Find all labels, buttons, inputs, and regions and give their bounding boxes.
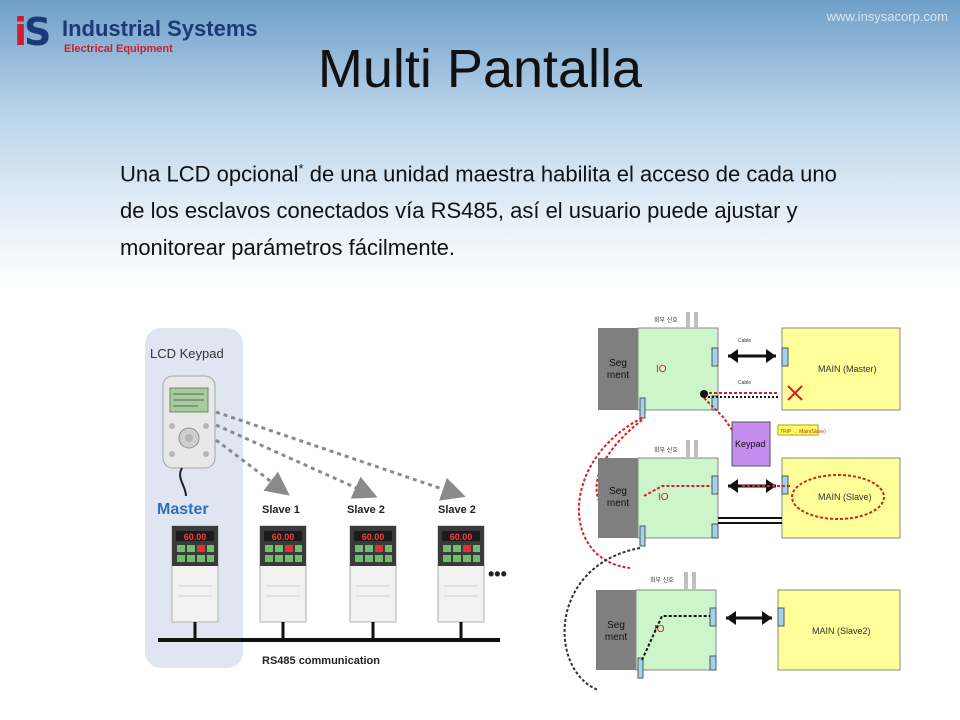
segment-block-2 (598, 458, 638, 538)
drive-slave-3: 60.00 (437, 525, 485, 623)
slave-label-2: Slave 2 (347, 504, 385, 516)
master-label: Master (157, 501, 209, 518)
company-subtitle: Electrical Equipment (64, 43, 173, 55)
cable-label-1: Cable (738, 338, 751, 344)
io-label-3: IO (654, 624, 665, 635)
drive-display-slave-1: 60.00 (272, 532, 295, 542)
drive-display-slave-2: 60.00 (362, 532, 385, 542)
main-block-1 (781, 327, 901, 411)
drive-slave-2: 60.00 (349, 525, 397, 623)
io-block-2 (637, 457, 719, 539)
top-tag-2: 회부 신호 (654, 446, 678, 454)
main-label-2: MAIN (Slave) (818, 492, 872, 502)
slide-body-text: Una LCD opcional* de una unidad maestra … (120, 150, 860, 266)
link-to-slave-3 (215, 410, 466, 501)
drive-display-slave-3: 60.00 (450, 532, 473, 542)
main-label-1: MAIN (Master) (818, 364, 877, 374)
top-tag-3: 회부 신호 (650, 576, 674, 584)
drive-master: 60.00 (171, 525, 219, 623)
link-to-slave-1 (215, 438, 290, 496)
company-name: Industrial Systems (62, 16, 258, 41)
segment-label-3: Seg (607, 620, 625, 631)
keypad-cable (179, 467, 187, 497)
lcd-keypad-label: LCD Keypad (150, 346, 224, 361)
lcd-keypad-device (162, 375, 216, 469)
body-text-part2: de una unidad maestra habilita el acceso… (120, 161, 837, 261)
main-label-3: MAIN (Slave2) (812, 626, 871, 636)
body-text-part1: Una LCD opcional (120, 161, 299, 187)
segment-label-1: Seg (609, 358, 627, 369)
segment-block-1 (598, 328, 638, 410)
segment-block-3 (596, 590, 636, 670)
slave-label-3: Slave 2 (438, 504, 476, 516)
drive-slave-1: 60.00 (259, 525, 307, 623)
slave-label-1: Slave 1 (262, 504, 300, 516)
footnote-marker: * (298, 161, 304, 176)
note-tag: TRIP → Main(Slave) (780, 429, 826, 435)
left-network-diagram: LCD Keypad Master Slave 1 Slave 2 Slave … (145, 328, 507, 668)
io-block-3 (635, 589, 717, 671)
rs485-label: RS485 communication (262, 655, 380, 667)
top-tag-1: 회부 신호 (654, 316, 678, 324)
svg-text:Cable: Cable (738, 380, 751, 386)
main-block-2 (781, 457, 901, 539)
keypad-label: Keypad (735, 439, 766, 449)
site-url: www.insysacorp.com (826, 9, 948, 24)
main-block-3 (777, 589, 901, 671)
right-block-diagram: Seg ment IO 회부 신호 MAIN (Master) Cable Ca… (563, 312, 901, 691)
io-label-1: IO (656, 364, 667, 375)
logo-mark: iS (14, 10, 51, 54)
svg-text:ment: ment (607, 498, 629, 509)
keypad-block (731, 421, 771, 467)
slide-title: Multi Pantalla (317, 39, 643, 99)
svg-text:ment: ment (605, 632, 627, 643)
io-label-2: IO (658, 492, 669, 503)
more-slaves-ellipsis: ••• (488, 564, 507, 584)
drive-display-master: 60.00 (184, 532, 207, 542)
svg-text:ment: ment (607, 370, 629, 381)
segment-label-2: Seg (609, 486, 627, 497)
company-logo: iS Industrial Systems Electrical Equipme… (14, 10, 258, 72)
